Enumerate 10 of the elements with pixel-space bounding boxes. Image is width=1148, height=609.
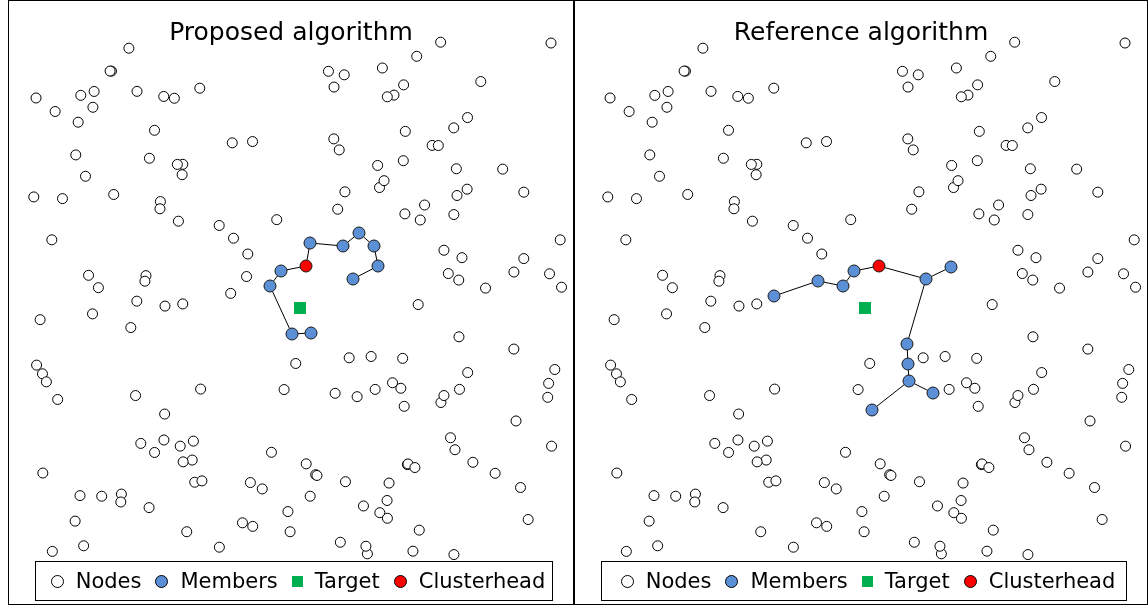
- legend-text: Target: [314, 569, 380, 593]
- legend-text: Members: [750, 569, 848, 593]
- legend-text: Members: [180, 569, 278, 593]
- legend-text: Clusterhead: [988, 569, 1116, 593]
- legend-text: Target: [884, 569, 950, 593]
- legend-text: Nodes: [645, 569, 712, 593]
- panel-title: Proposed algorithm: [169, 17, 413, 46]
- legend-text: Nodes: [75, 569, 142, 593]
- legend-text: Clusterhead: [418, 569, 546, 593]
- panel-title: Reference algorithm: [733, 17, 989, 46]
